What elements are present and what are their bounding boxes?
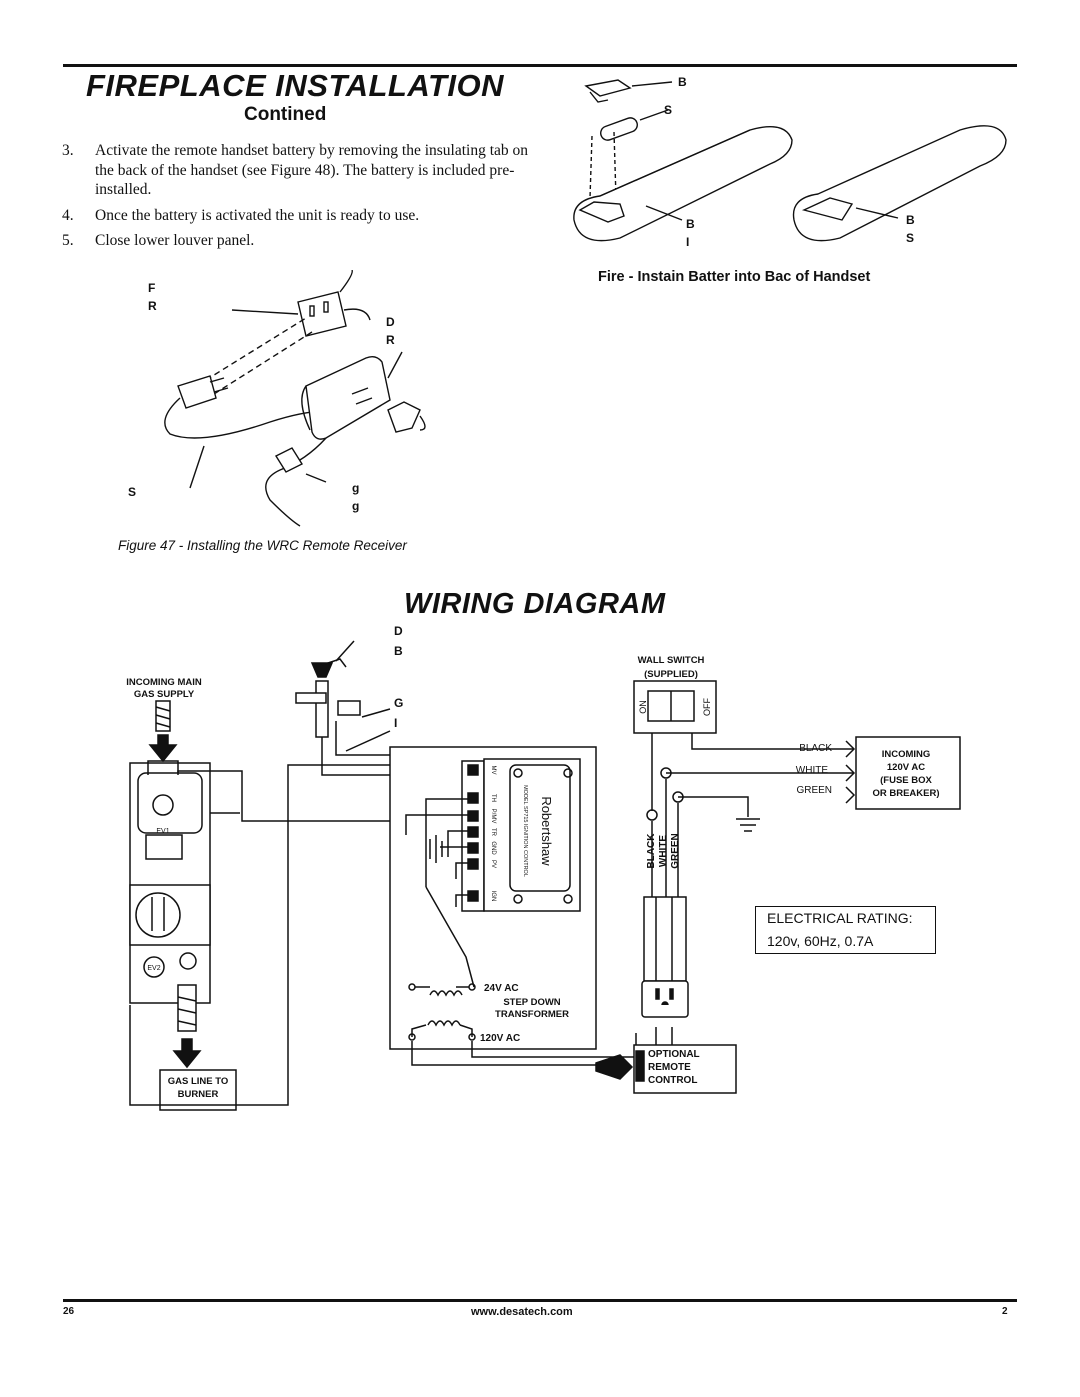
svg-text:TH: TH: [490, 794, 496, 802]
svg-text:S: S: [128, 485, 136, 499]
step-item: 3.Activate the remote handset battery by…: [62, 142, 529, 198]
svg-text:ON: ON: [638, 700, 648, 714]
svg-text:WHITE: WHITE: [658, 835, 669, 868]
wiring-diagram: INCOMING MAIN GAS SUPPLY GAS LINE TO BUR…: [126, 625, 961, 1111]
svg-text:B: B: [906, 213, 915, 227]
svg-text:GAS LINE TO: GAS LINE TO: [168, 1076, 229, 1087]
svg-text:GAS SUPPLY: GAS SUPPLY: [134, 689, 195, 700]
top-rule: [63, 64, 1017, 67]
svg-text:S: S: [664, 103, 672, 117]
svg-text:g: g: [352, 499, 359, 513]
svg-text:R: R: [386, 333, 395, 347]
svg-text:GND: GND: [490, 841, 496, 855]
svg-text:TR: TR: [490, 828, 496, 837]
svg-text:INCOMING MAIN: INCOMING MAIN: [126, 677, 202, 688]
svg-text:g: g: [352, 481, 359, 495]
svg-text:R: R: [148, 299, 157, 313]
svg-text:F: F: [148, 281, 155, 295]
svg-text:TRANSFORMER: TRANSFORMER: [495, 1009, 569, 1020]
svg-text:WALL SWITCH: WALL SWITCH: [638, 655, 705, 666]
svg-text:IGN: IGN: [490, 891, 496, 902]
svg-text:D: D: [394, 625, 403, 638]
svg-text:P/MV: P/MV: [490, 809, 496, 824]
electrical-rating-value: 120v, 60Hz, 0.7A: [767, 933, 874, 949]
svg-text:CONTROL: CONTROL: [648, 1075, 697, 1086]
footer-left: 26: [63, 1306, 75, 1317]
svg-text:PV: PV: [490, 860, 496, 868]
svg-text:BLACK: BLACK: [799, 743, 832, 754]
svg-text:MODEL SP715 IGNITION CONTROL: MODEL SP715 IGNITION CONTROL: [522, 785, 528, 877]
svg-text:I: I: [394, 716, 397, 730]
svg-text:WHITE: WHITE: [796, 765, 829, 776]
svg-text:D: D: [386, 315, 395, 329]
svg-text:BURNER: BURNER: [178, 1089, 219, 1100]
svg-text:(FUSE BOX: (FUSE BOX: [880, 775, 932, 786]
svg-text:B: B: [678, 75, 687, 89]
svg-text:OR BREAKER): OR BREAKER): [872, 788, 939, 799]
svg-text:GREEN: GREEN: [670, 833, 681, 869]
svg-text:120V AC: 120V AC: [480, 1033, 520, 1044]
svg-text:(SUPPLIED): (SUPPLIED): [644, 669, 698, 680]
electrical-rating-box: [755, 906, 936, 954]
wiring-diagram-title: WIRING DIAGRAM: [404, 588, 666, 620]
svg-text:120V AC: 120V AC: [887, 762, 925, 773]
svg-text:B: B: [394, 644, 403, 658]
svg-text:OFF: OFF: [702, 698, 712, 716]
handset-battery-figure: B S B I B S: [573, 75, 1007, 249]
svg-text:I: I: [686, 235, 689, 249]
svg-text:OPTIONAL: OPTIONAL: [648, 1049, 700, 1060]
footer-page-number: 2: [1002, 1306, 1008, 1317]
figure48-caption: Fire - Instain Batter into Bac of Handse…: [598, 269, 871, 285]
svg-text:INCOMING: INCOMING: [882, 749, 931, 760]
step-item: 4.Once the battery is activated the unit…: [62, 206, 420, 224]
svg-text:EV1: EV1: [156, 828, 169, 835]
svg-text:S: S: [906, 231, 914, 245]
svg-text:MV: MV: [490, 766, 496, 775]
bottom-rule: [63, 1299, 1017, 1302]
svg-text:BLACK: BLACK: [646, 833, 657, 869]
footer-url[interactable]: www.desatech.com: [471, 1306, 573, 1318]
figure47-caption: Figure 47 - Installing the WRC Remote Re…: [118, 538, 407, 553]
svg-text:B: B: [686, 217, 695, 231]
svg-text:G: G: [394, 696, 403, 710]
svg-text:Robertshaw: Robertshaw: [539, 796, 554, 866]
receiver-figure: F R D R S g g: [128, 270, 426, 527]
svg-text:STEP DOWN: STEP DOWN: [503, 997, 560, 1008]
page-title: FIREPLACE INSTALLATION: [86, 68, 504, 103]
svg-text:EV2: EV2: [147, 965, 160, 972]
instruction-steps: 3.Activate the remote handset battery by…: [62, 141, 532, 257]
svg-text:24V AC: 24V AC: [484, 983, 519, 994]
svg-text:REMOTE: REMOTE: [648, 1062, 691, 1073]
electrical-rating-title: ELECTRICAL RATING:: [767, 910, 913, 926]
svg-text:GREEN: GREEN: [796, 785, 832, 796]
step-item: 5.Close lower louver panel.: [62, 232, 255, 249]
page-subtitle: Contined: [244, 104, 327, 125]
